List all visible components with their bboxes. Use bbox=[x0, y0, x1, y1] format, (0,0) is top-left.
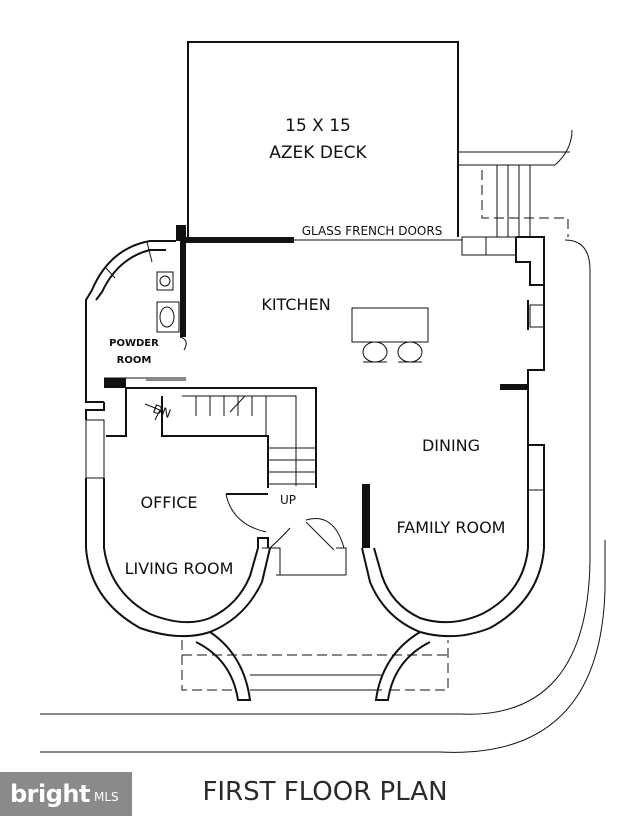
french-doors-label: GLASS FRENCH DOORS bbox=[302, 224, 443, 238]
staircase bbox=[106, 387, 317, 495]
kitchen-island bbox=[351, 307, 429, 363]
watermark-suffix: MLS bbox=[93, 790, 119, 804]
deck-size-label: 15 X 15 bbox=[285, 116, 351, 136]
kitchen-label: KITCHEN bbox=[261, 295, 330, 314]
family-room-label: FAMILY ROOM bbox=[397, 518, 506, 537]
deck bbox=[187, 41, 573, 240]
office-label: OFFICE bbox=[141, 493, 198, 512]
plan-title: FIRST FLOOR PLAN bbox=[202, 777, 447, 807]
front-porch bbox=[181, 547, 449, 701]
watermark-logo: bright bbox=[10, 780, 90, 808]
powder-room-walls bbox=[104, 241, 187, 388]
powder-room-label-line2: ROOM bbox=[117, 355, 152, 366]
living-room-label: LIVING ROOM bbox=[125, 559, 234, 578]
interior-walls bbox=[225, 384, 528, 551]
stair-down-label: DN bbox=[151, 402, 173, 421]
brightmls-watermark: bright MLS bbox=[0, 772, 132, 816]
deck-name-label: AZEK DECK bbox=[269, 143, 367, 163]
powder-room-label-line1: POWDER bbox=[109, 338, 159, 349]
french-doors-wall bbox=[176, 225, 545, 286]
exterior-walls bbox=[85, 240, 545, 638]
stair-up-label: UP bbox=[280, 493, 296, 507]
site-lines bbox=[40, 239, 606, 753]
dining-label: DINING bbox=[422, 436, 480, 455]
